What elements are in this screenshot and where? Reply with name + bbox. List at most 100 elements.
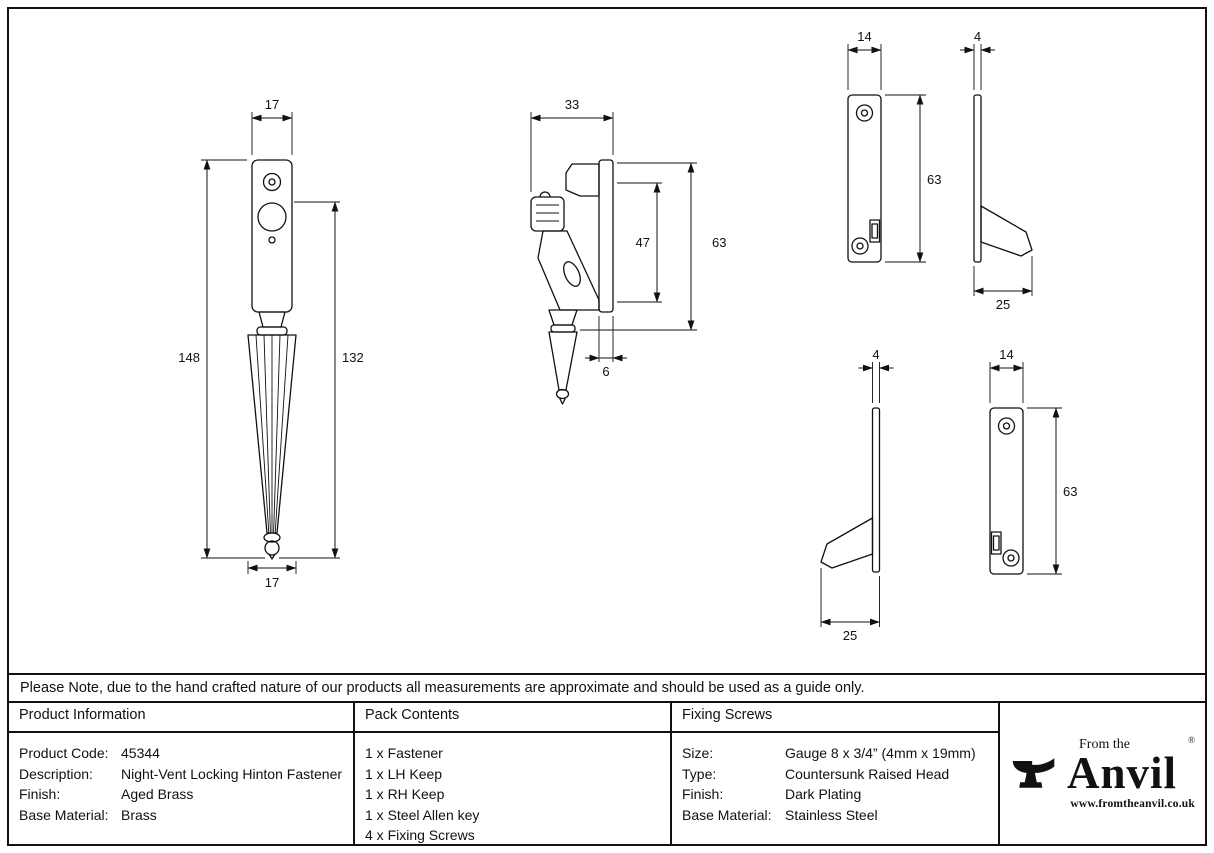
fixing-screws-header: Fixing Screws bbox=[672, 703, 998, 733]
screw-hole-center bbox=[1002, 422, 1011, 430]
dim-fastener-height: 148 bbox=[178, 159, 265, 559]
table-row: Finish: Dark Plating bbox=[682, 784, 998, 805]
brand-name: Anvil bbox=[1067, 748, 1178, 799]
table-row: Base Material: Brass bbox=[19, 805, 353, 826]
catch-nose bbox=[565, 163, 600, 197]
page-border-frame: 17 148 132 17 bbox=[7, 7, 1207, 846]
product-information-header: Product Information bbox=[9, 703, 353, 733]
view-fastener-side: 33 47 63 6 bbox=[530, 97, 726, 405]
type-value: Countersunk Raised Head bbox=[785, 765, 950, 782]
cylinder-knob bbox=[530, 196, 565, 232]
brand-logo-cell: From the ® Anvil www.fromtheanvil.co.uk bbox=[1000, 703, 1205, 844]
view-keep-lh-side: 4 25 bbox=[820, 347, 894, 643]
pack-item: 1 x RH Keep bbox=[365, 786, 445, 803]
view-fastener-front: 17 148 132 17 bbox=[178, 97, 363, 590]
backplate-edge bbox=[598, 159, 614, 313]
handle-neck bbox=[258, 311, 286, 328]
fastener-backplate bbox=[251, 159, 293, 313]
cylinder-button bbox=[539, 191, 551, 198]
dim-side-height: 63 bbox=[580, 162, 726, 331]
type-label: Type: bbox=[682, 765, 717, 782]
brand-text: From the ® Anvil www.fromtheanvil.co.uk bbox=[1067, 735, 1195, 809]
dim-label: 148 bbox=[178, 350, 200, 365]
dim-label: 47 bbox=[636, 235, 650, 250]
screw-finish-label: Finish: bbox=[682, 786, 724, 803]
dim-side-inner-height: 47 bbox=[617, 182, 662, 303]
dim-label: 132 bbox=[342, 350, 364, 365]
finish-value: Aged Brass bbox=[121, 786, 194, 803]
finial-cap bbox=[263, 532, 281, 543]
dim-keep-rh-height: 63 bbox=[885, 94, 941, 263]
dim-label: 4 bbox=[974, 29, 981, 44]
keep-plate bbox=[989, 407, 1024, 575]
brand-tagline: From the bbox=[1079, 737, 1130, 753]
pack-item: 1 x Fastener bbox=[365, 745, 443, 761]
keyhole-slot bbox=[563, 261, 581, 287]
pack-contents-column: Pack Contents 1 x Fastener 1 x LH Keep 1… bbox=[355, 703, 672, 844]
screw-hole-center bbox=[268, 178, 276, 186]
screw-hole-center bbox=[1007, 554, 1015, 562]
knurling-lines bbox=[536, 204, 559, 222]
finial-side bbox=[555, 388, 570, 400]
dim-keep-rh-thickness: 4 bbox=[960, 29, 995, 90]
note-bar: Please Note, due to the hand crafted nat… bbox=[9, 673, 1205, 703]
screw-base-material-label: Base Material: bbox=[682, 806, 772, 823]
handle-side bbox=[548, 331, 578, 391]
screw-hole-center bbox=[856, 242, 864, 250]
handle-neck-side bbox=[548, 309, 578, 326]
product-code-label: Product Code: bbox=[19, 745, 109, 761]
pack-item: 1 x LH Keep bbox=[365, 765, 443, 782]
description-value: Night-Vent Locking Hinton Fastener bbox=[121, 765, 343, 782]
table-row: Product Code: 45344 bbox=[19, 743, 353, 764]
dim-keep-lh-depth: 25 bbox=[820, 568, 880, 643]
lock-cylinder bbox=[257, 202, 287, 232]
keep-plate-edge bbox=[871, 407, 881, 573]
fastener-arm bbox=[537, 230, 600, 311]
screw-hole bbox=[262, 172, 282, 192]
screw-finish-value: Dark Plating bbox=[785, 786, 862, 803]
finial-tip bbox=[268, 553, 276, 560]
screw-hole bbox=[855, 104, 874, 122]
night-vent-hook-inner bbox=[871, 223, 879, 239]
night-vent-hook-inner bbox=[992, 535, 1000, 551]
dim-fastener-bottom-width: 17 bbox=[247, 561, 297, 590]
base-material-value: Brass bbox=[121, 806, 157, 823]
screw-hole bbox=[1002, 549, 1020, 567]
screw-hole-center bbox=[860, 109, 869, 117]
screw-base-material-value: Stainless Steel bbox=[785, 806, 878, 823]
size-label: Size: bbox=[682, 745, 714, 761]
dim-label: 6 bbox=[602, 364, 609, 379]
fixing-screws-column: Fixing Screws Size: Gauge 8 x 3/4” (4mm … bbox=[672, 703, 1000, 844]
pack-contents-header: Pack Contents bbox=[355, 703, 670, 733]
handle-collar bbox=[256, 326, 288, 336]
dim-label: 17 bbox=[265, 575, 279, 590]
lock-pin bbox=[268, 236, 276, 244]
info-table: Product Information Product Code: 45344 … bbox=[9, 703, 1205, 844]
dim-keep-lh-width: 14 bbox=[989, 347, 1024, 403]
product-information-column: Product Information Product Code: 45344 … bbox=[9, 703, 355, 844]
dim-keep-rh-depth: 25 bbox=[973, 256, 1033, 312]
screw-hole bbox=[851, 237, 869, 255]
night-vent-hook bbox=[869, 219, 881, 243]
size-value: Gauge 8 x 3/4” (4mm x 19mm) bbox=[785, 745, 976, 761]
dim-label: 14 bbox=[857, 29, 871, 44]
table-row: Finish: Aged Brass bbox=[19, 784, 353, 805]
base-material-label: Base Material: bbox=[19, 806, 109, 823]
dim-label: 63 bbox=[712, 235, 726, 250]
registered-trademark-icon: ® bbox=[1188, 735, 1195, 746]
note-text: Please Note, due to the hand crafted nat… bbox=[20, 680, 865, 696]
technical-drawing-area: 17 148 132 17 bbox=[9, 9, 1205, 673]
dim-fastener-handle-height: 132 bbox=[279, 201, 364, 559]
dim-fastener-top-width: 17 bbox=[251, 97, 293, 155]
table-row: Base Material: Stainless Steel bbox=[682, 805, 998, 826]
pack-item: 4 x Fixing Screws bbox=[365, 827, 475, 844]
night-vent-hook bbox=[990, 531, 1002, 555]
keep-plate bbox=[847, 94, 882, 263]
dim-label: 14 bbox=[999, 347, 1013, 362]
dim-keep-lh-height: 63 bbox=[1027, 407, 1077, 575]
dim-label: 33 bbox=[565, 97, 579, 112]
product-code-value: 45344 bbox=[121, 745, 160, 761]
finial-tip-side bbox=[559, 398, 566, 405]
dim-label: 63 bbox=[1063, 484, 1077, 499]
dim-label: 4 bbox=[872, 347, 879, 362]
